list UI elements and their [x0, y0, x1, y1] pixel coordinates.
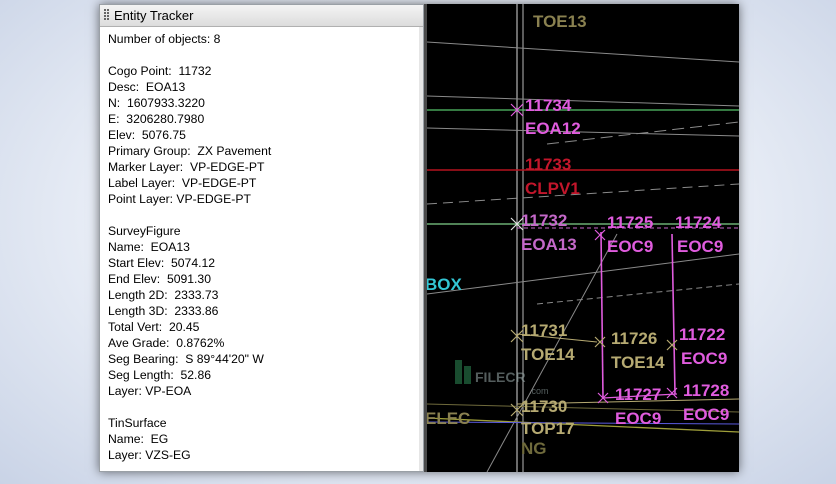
label-ng[interactable]: NG — [521, 439, 547, 458]
label-p11727[interactable]: 11727 — [615, 385, 661, 404]
linework — [427, 4, 739, 472]
property-line: Length 2D: 2333.73 — [108, 288, 219, 302]
property-line: Point Layer: VP-EDGE-PT — [108, 192, 251, 206]
label-elec[interactable]: ELEC — [427, 409, 470, 428]
property-line: Seg Length: 52.86 — [108, 368, 212, 382]
property-line: Name: EOA13 — [108, 240, 190, 254]
property-line: Layer: VP-EOA — [108, 384, 192, 398]
property-line: Primary Group: ZX Pavement — [108, 144, 272, 158]
property-line: N: 1607933.3220 — [108, 96, 205, 110]
property-line: SurveyFigure — [108, 224, 181, 238]
label-p11728[interactable]: 11728 — [683, 381, 729, 400]
property-line: Start Elev: 5074.12 — [108, 256, 216, 270]
filecr-watermark: FILECR .com — [455, 360, 549, 396]
label-toe13[interactable]: TOE13 — [533, 12, 587, 31]
label-p11733[interactable]: 11733 — [525, 155, 571, 174]
property-line: Length 3D: 2333.86 — [108, 304, 219, 318]
property-line: Name: EG — [108, 432, 169, 446]
label-d11722[interactable]: EOC9 — [681, 349, 727, 368]
label-d11728[interactable]: EOC9 — [683, 405, 729, 424]
property-line: End Elev: 5091.30 — [108, 272, 211, 286]
label-box[interactable]: BOX — [427, 275, 463, 294]
label-p11732[interactable]: 11732 — [521, 211, 567, 230]
property-line: Seg Bearing: S 89°44'20" W — [108, 352, 264, 366]
spacer — [108, 47, 408, 63]
label-p11726[interactable]: 11726 — [611, 329, 657, 348]
property-line: Desc: EOA13 — [108, 80, 186, 94]
spacer — [108, 399, 408, 415]
watermark-text: FILECR — [475, 369, 526, 385]
label-d11732[interactable]: EOA13 — [521, 235, 577, 254]
label-p11722[interactable]: 11722 — [679, 325, 725, 344]
property-line: Total Vert: 20.45 — [108, 320, 200, 334]
label-d11734[interactable]: EOA12 — [525, 119, 581, 138]
property-line: Cogo Point: 11732 — [108, 64, 212, 78]
grip-handle-icon[interactable] — [104, 9, 110, 23]
point-markers — [510, 103, 678, 417]
label-d11730[interactable]: TOP17 — [521, 419, 575, 438]
label-p11734[interactable]: 11734 — [525, 96, 572, 115]
property-line: Number of objects: 8 — [108, 32, 221, 46]
entity-tracker-panel: Entity Tracker Number of objects: 8 Cogo … — [99, 4, 424, 472]
property-line: E: 3206280.7980 — [108, 112, 205, 126]
label-p11730[interactable]: 11730 — [521, 397, 567, 416]
label-d11725[interactable]: EOC9 — [607, 237, 653, 256]
property-line: Ave Grade: 0.8762% — [108, 336, 225, 350]
panel-titlebar[interactable]: Entity Tracker — [100, 5, 423, 27]
label-p11725[interactable]: 11725 — [607, 213, 653, 232]
panel-title: Entity Tracker — [114, 8, 194, 23]
property-line: TinSurface — [108, 416, 167, 430]
label-d11724[interactable]: EOC9 — [677, 237, 723, 256]
label-d11726[interactable]: TOE14 — [611, 353, 665, 372]
label-d11733[interactable]: CLPV1 — [525, 179, 580, 198]
property-line: Label Layer: VP-EDGE-PT — [108, 176, 257, 190]
panel-scrollbar[interactable] — [419, 27, 423, 471]
property-line: Marker Layer: VP-EDGE-PT — [108, 160, 265, 174]
app-window: Entity Tracker Number of objects: 8 Cogo … — [99, 4, 739, 472]
label-d11727[interactable]: EOC9 — [615, 409, 661, 428]
label-p11724[interactable]: 11724 — [675, 213, 722, 232]
property-line: Layer: VZS-EG — [108, 448, 191, 462]
label-p11731[interactable]: 11731 — [521, 321, 567, 340]
spacer — [108, 207, 408, 223]
watermark-sub: .com — [529, 386, 549, 396]
label-d11731[interactable]: TOE14 — [521, 345, 575, 364]
property-line: Elev: 5076.75 — [108, 128, 186, 142]
